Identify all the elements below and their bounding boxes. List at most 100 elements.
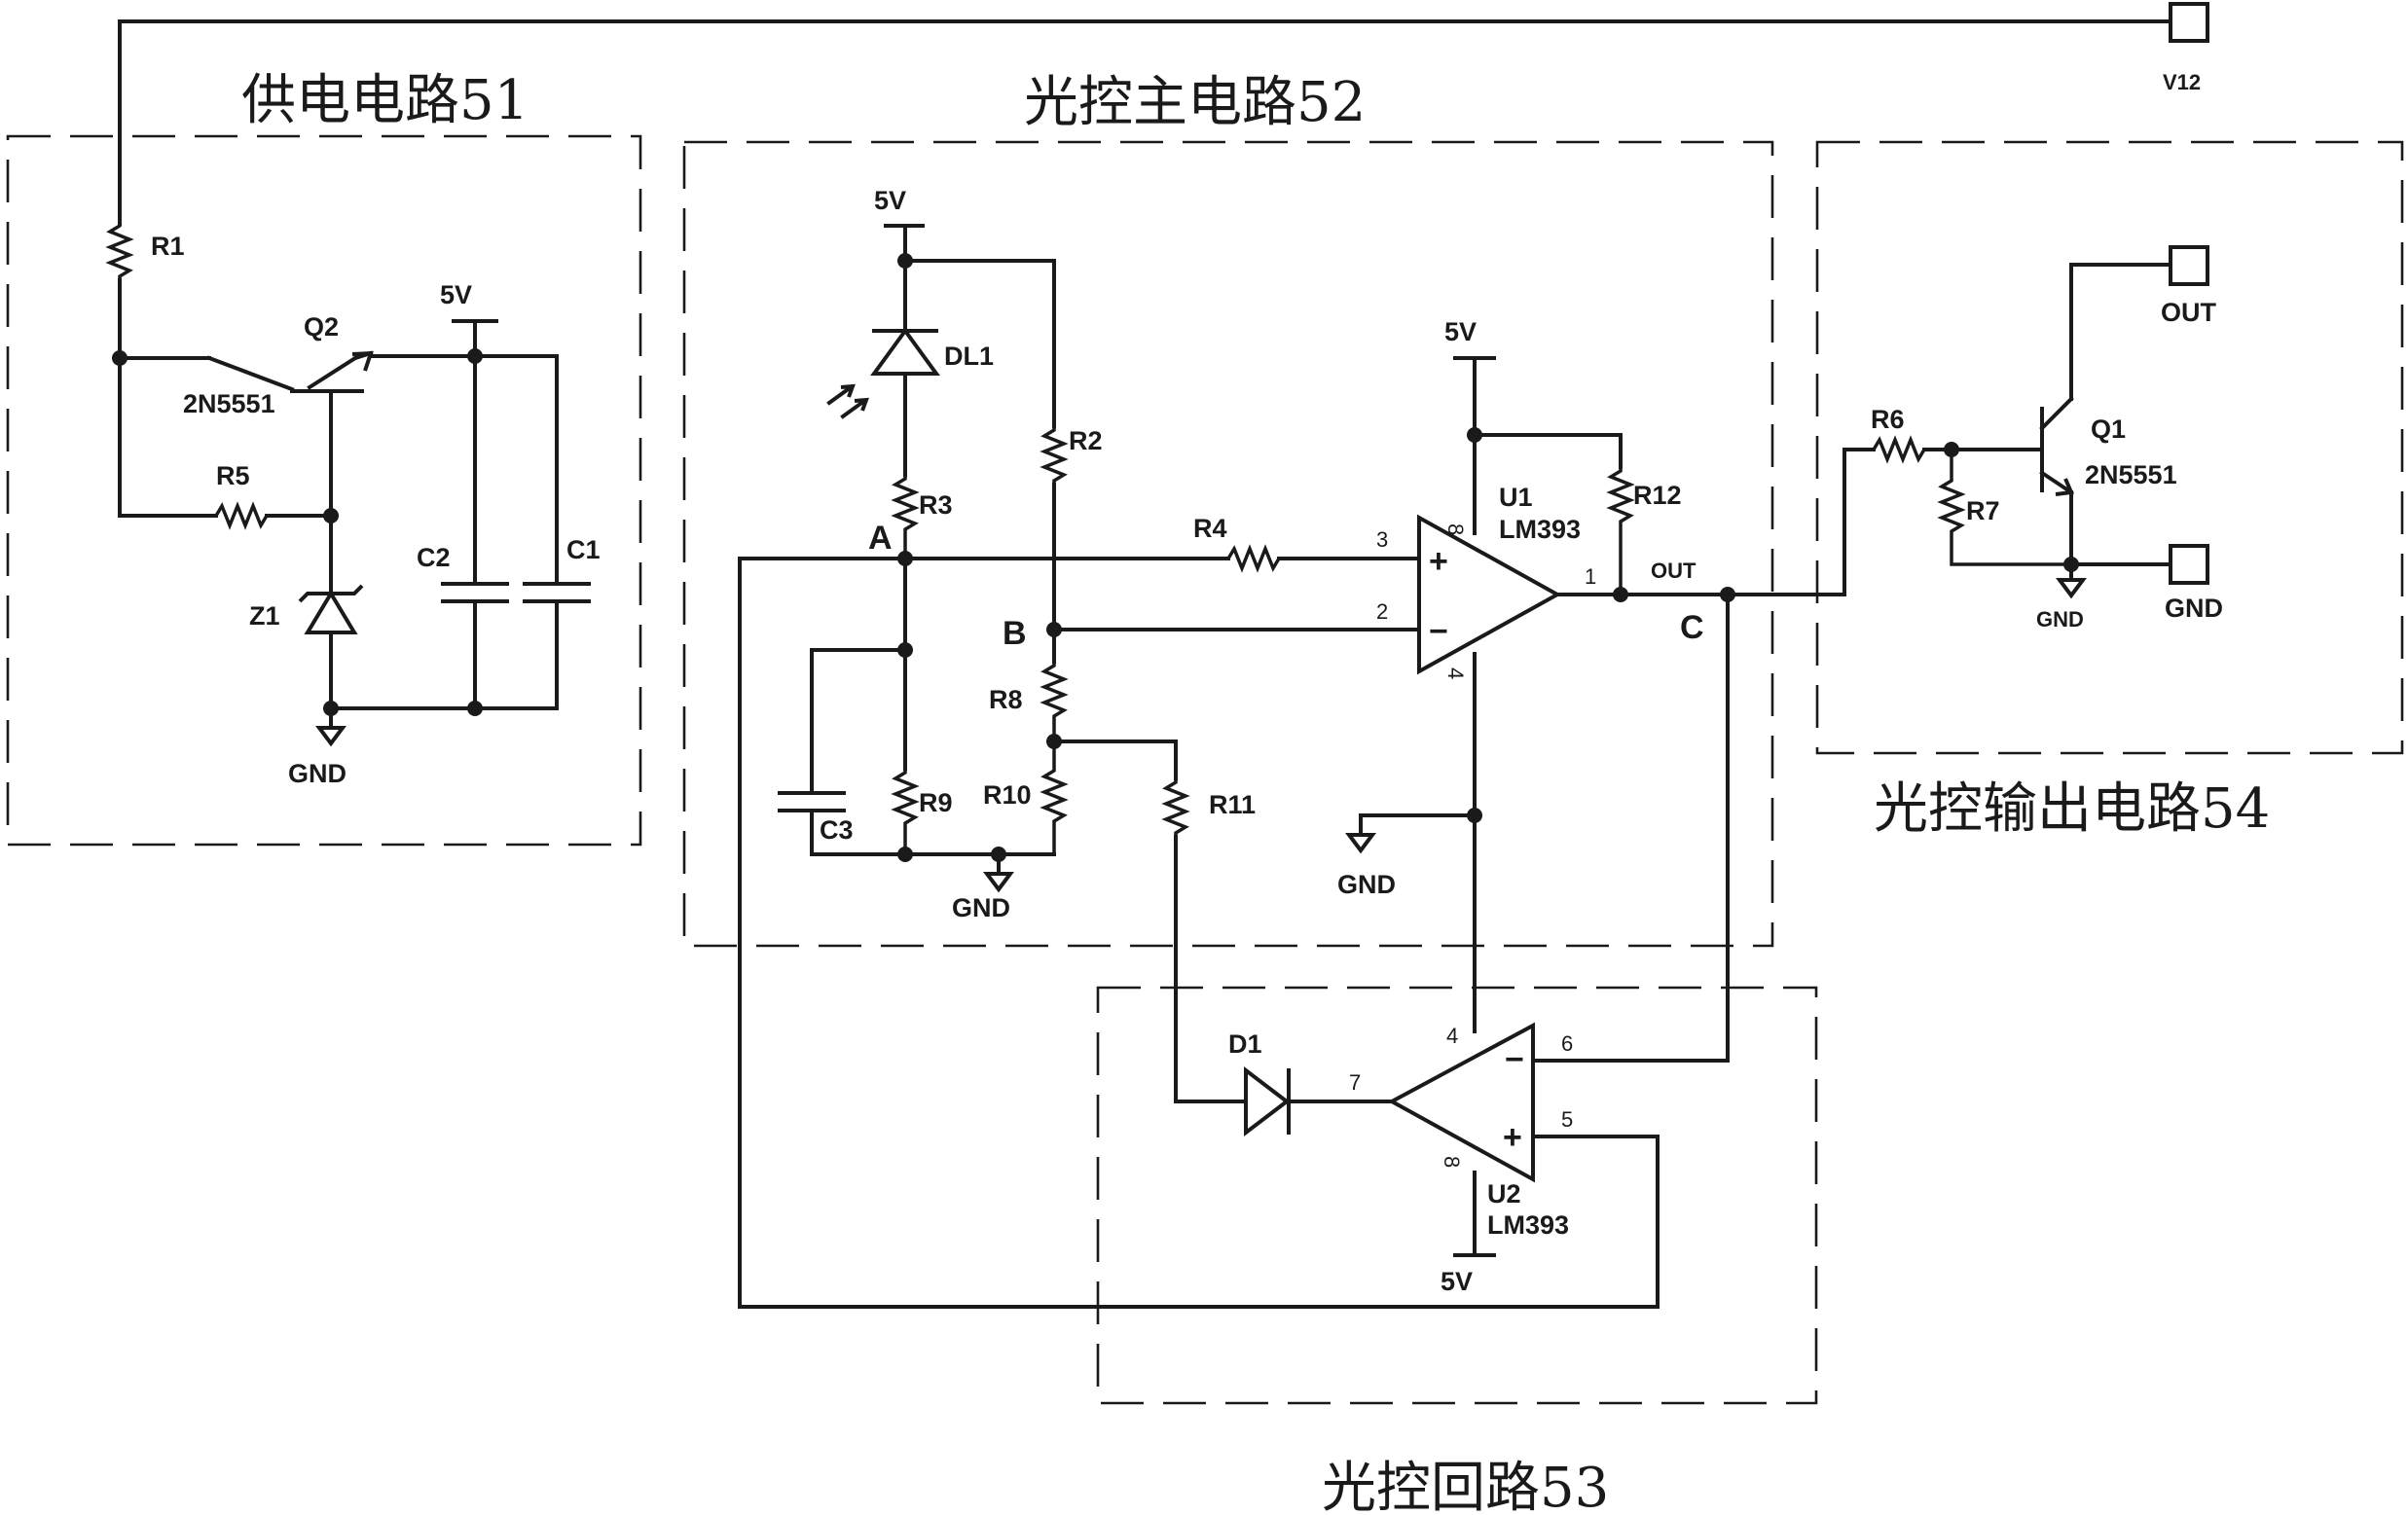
u1-comparator xyxy=(1417,514,1562,675)
r10-label: R10 xyxy=(983,780,1032,810)
power-circuit-title: 供电电路51 xyxy=(241,69,529,132)
output-circuit-title: 光控输出电路54 xyxy=(1874,777,2270,841)
r6-label: R6 xyxy=(1871,405,1905,434)
wire-feedback-loop xyxy=(738,557,1660,1309)
r12-label: R12 xyxy=(1633,481,1682,510)
q1-part-label: 2N5551 xyxy=(2085,460,2177,489)
c2-label: C2 xyxy=(417,543,451,572)
u1-pin3-label: 3 xyxy=(1376,527,1388,552)
r2-label: R2 xyxy=(1069,426,1103,455)
output-gnd-label: GND xyxy=(2036,607,2084,631)
r1-label: R1 xyxy=(151,232,185,261)
wire-u1-gnd xyxy=(1359,813,1477,837)
gnd-port[interactable] xyxy=(2169,544,2209,585)
wire-5v-main-top xyxy=(903,224,1056,428)
c1-label: C1 xyxy=(566,535,601,564)
c3-capacitor xyxy=(778,648,1056,856)
u2-comparator xyxy=(1387,1022,1535,1183)
u2-pin8-label: 8 xyxy=(1440,1156,1464,1168)
q1-label: Q1 xyxy=(2091,415,2126,444)
u1-pin4-label: 4 xyxy=(1443,667,1468,679)
r11-resistor xyxy=(1161,778,1190,837)
loop-circuit-box xyxy=(1096,986,1818,1405)
gnd-port-label: GND xyxy=(2165,594,2223,623)
wire-r11-to-d1 xyxy=(1174,835,1248,1103)
q1-transistor xyxy=(2039,263,2171,566)
u1-gnd-symbol xyxy=(1345,833,1376,854)
main-gnd-symbol xyxy=(983,852,1014,893)
dl1-label: DL1 xyxy=(944,342,994,371)
loop-circuit-title: 光控回路53 xyxy=(1322,1457,1609,1515)
wire-to-r11 xyxy=(1052,739,1178,780)
main-circuit-box xyxy=(682,140,1774,948)
r9-resistor xyxy=(891,769,920,854)
main-gnd-label: GND xyxy=(952,893,1010,922)
u2-part-label: LM393 xyxy=(1487,1210,1569,1240)
output-gnd-symbol xyxy=(2056,562,2087,599)
out-port[interactable] xyxy=(2169,245,2209,286)
c2-capacitor xyxy=(441,354,509,710)
r10-resistor xyxy=(1040,741,1069,854)
z1-zener-diode xyxy=(298,584,364,710)
u2-5v-label: 5V xyxy=(1441,1267,1473,1296)
r2-resistor xyxy=(1040,426,1069,485)
u2-pin6-label: 6 xyxy=(1561,1031,1573,1056)
u1-pin8-label: 8 xyxy=(1443,523,1468,535)
u1-gnd-label: GND xyxy=(1337,870,1396,899)
r12-resistor xyxy=(1606,467,1635,594)
u1-plus-sign: + xyxy=(1429,543,1448,580)
wire-q2-emitter xyxy=(369,351,559,454)
v12-port[interactable] xyxy=(2169,2,2209,43)
junction-u1-out xyxy=(1613,587,1628,602)
r3-resistor xyxy=(891,475,920,559)
r5-label: R5 xyxy=(216,461,250,490)
r5-resistor xyxy=(214,501,269,530)
q2-part-label: 2N5551 xyxy=(183,389,275,418)
v12-feed-wire xyxy=(118,19,2171,226)
output-circuit-box xyxy=(1815,140,2404,755)
u2-pin4-label: 4 xyxy=(1446,1024,1458,1048)
r8-label: R8 xyxy=(989,685,1023,714)
q2-label: Q2 xyxy=(304,312,339,342)
r6-resistor xyxy=(1872,435,1926,464)
main-circuit-title: 光控主电路52 xyxy=(1024,71,1366,134)
power-circuit-box xyxy=(6,134,642,847)
r11-label: R11 xyxy=(1209,790,1256,819)
q2-transistor xyxy=(118,350,374,393)
power-gnd-label: GND xyxy=(288,759,347,788)
u2-pin5-label: 5 xyxy=(1561,1107,1573,1132)
out-port-label: OUT xyxy=(2161,298,2217,327)
junction-gnd-r9 xyxy=(897,847,913,862)
power-5v-label: 5V xyxy=(440,280,472,309)
u1-minus-sign: − xyxy=(1429,613,1448,650)
wire-c-to-r6 xyxy=(1726,448,1876,596)
r4-label: R4 xyxy=(1193,514,1227,543)
c1-capacitor xyxy=(523,451,591,710)
u1-pin1-label: 1 xyxy=(1585,564,1596,589)
u2-plus-sign: + xyxy=(1503,1119,1522,1156)
dl1-photodiode xyxy=(826,259,940,477)
r7-label: R7 xyxy=(1966,496,2000,525)
power-gnd-symbol xyxy=(315,706,347,747)
r1-resistor xyxy=(105,222,134,280)
node-c-label: C xyxy=(1680,609,1704,646)
z1-label: Z1 xyxy=(249,601,280,631)
u1-part-label: LM393 xyxy=(1499,515,1581,544)
r3-label: R3 xyxy=(919,490,953,520)
wire-to-r12 xyxy=(1473,433,1623,469)
u1-label: U1 xyxy=(1499,483,1533,512)
c3-label: C3 xyxy=(820,815,854,845)
u1-pin2-label: 2 xyxy=(1376,599,1388,624)
d1-diode xyxy=(1244,1065,1394,1137)
u2-pin7-label: 7 xyxy=(1349,1070,1361,1095)
u1-5v-label: 5V xyxy=(1444,317,1477,346)
junction-gnd-power-c2 xyxy=(467,701,483,716)
wire-c-to-u2-minus xyxy=(1531,593,1730,1063)
node-b-label: B xyxy=(1003,615,1027,652)
u1-out-label: OUT xyxy=(1651,559,1697,583)
r9-label: R9 xyxy=(919,788,953,817)
v12-label: V12 xyxy=(2163,70,2201,94)
u2-label: U2 xyxy=(1487,1179,1521,1208)
node-a-label: A xyxy=(868,520,893,557)
